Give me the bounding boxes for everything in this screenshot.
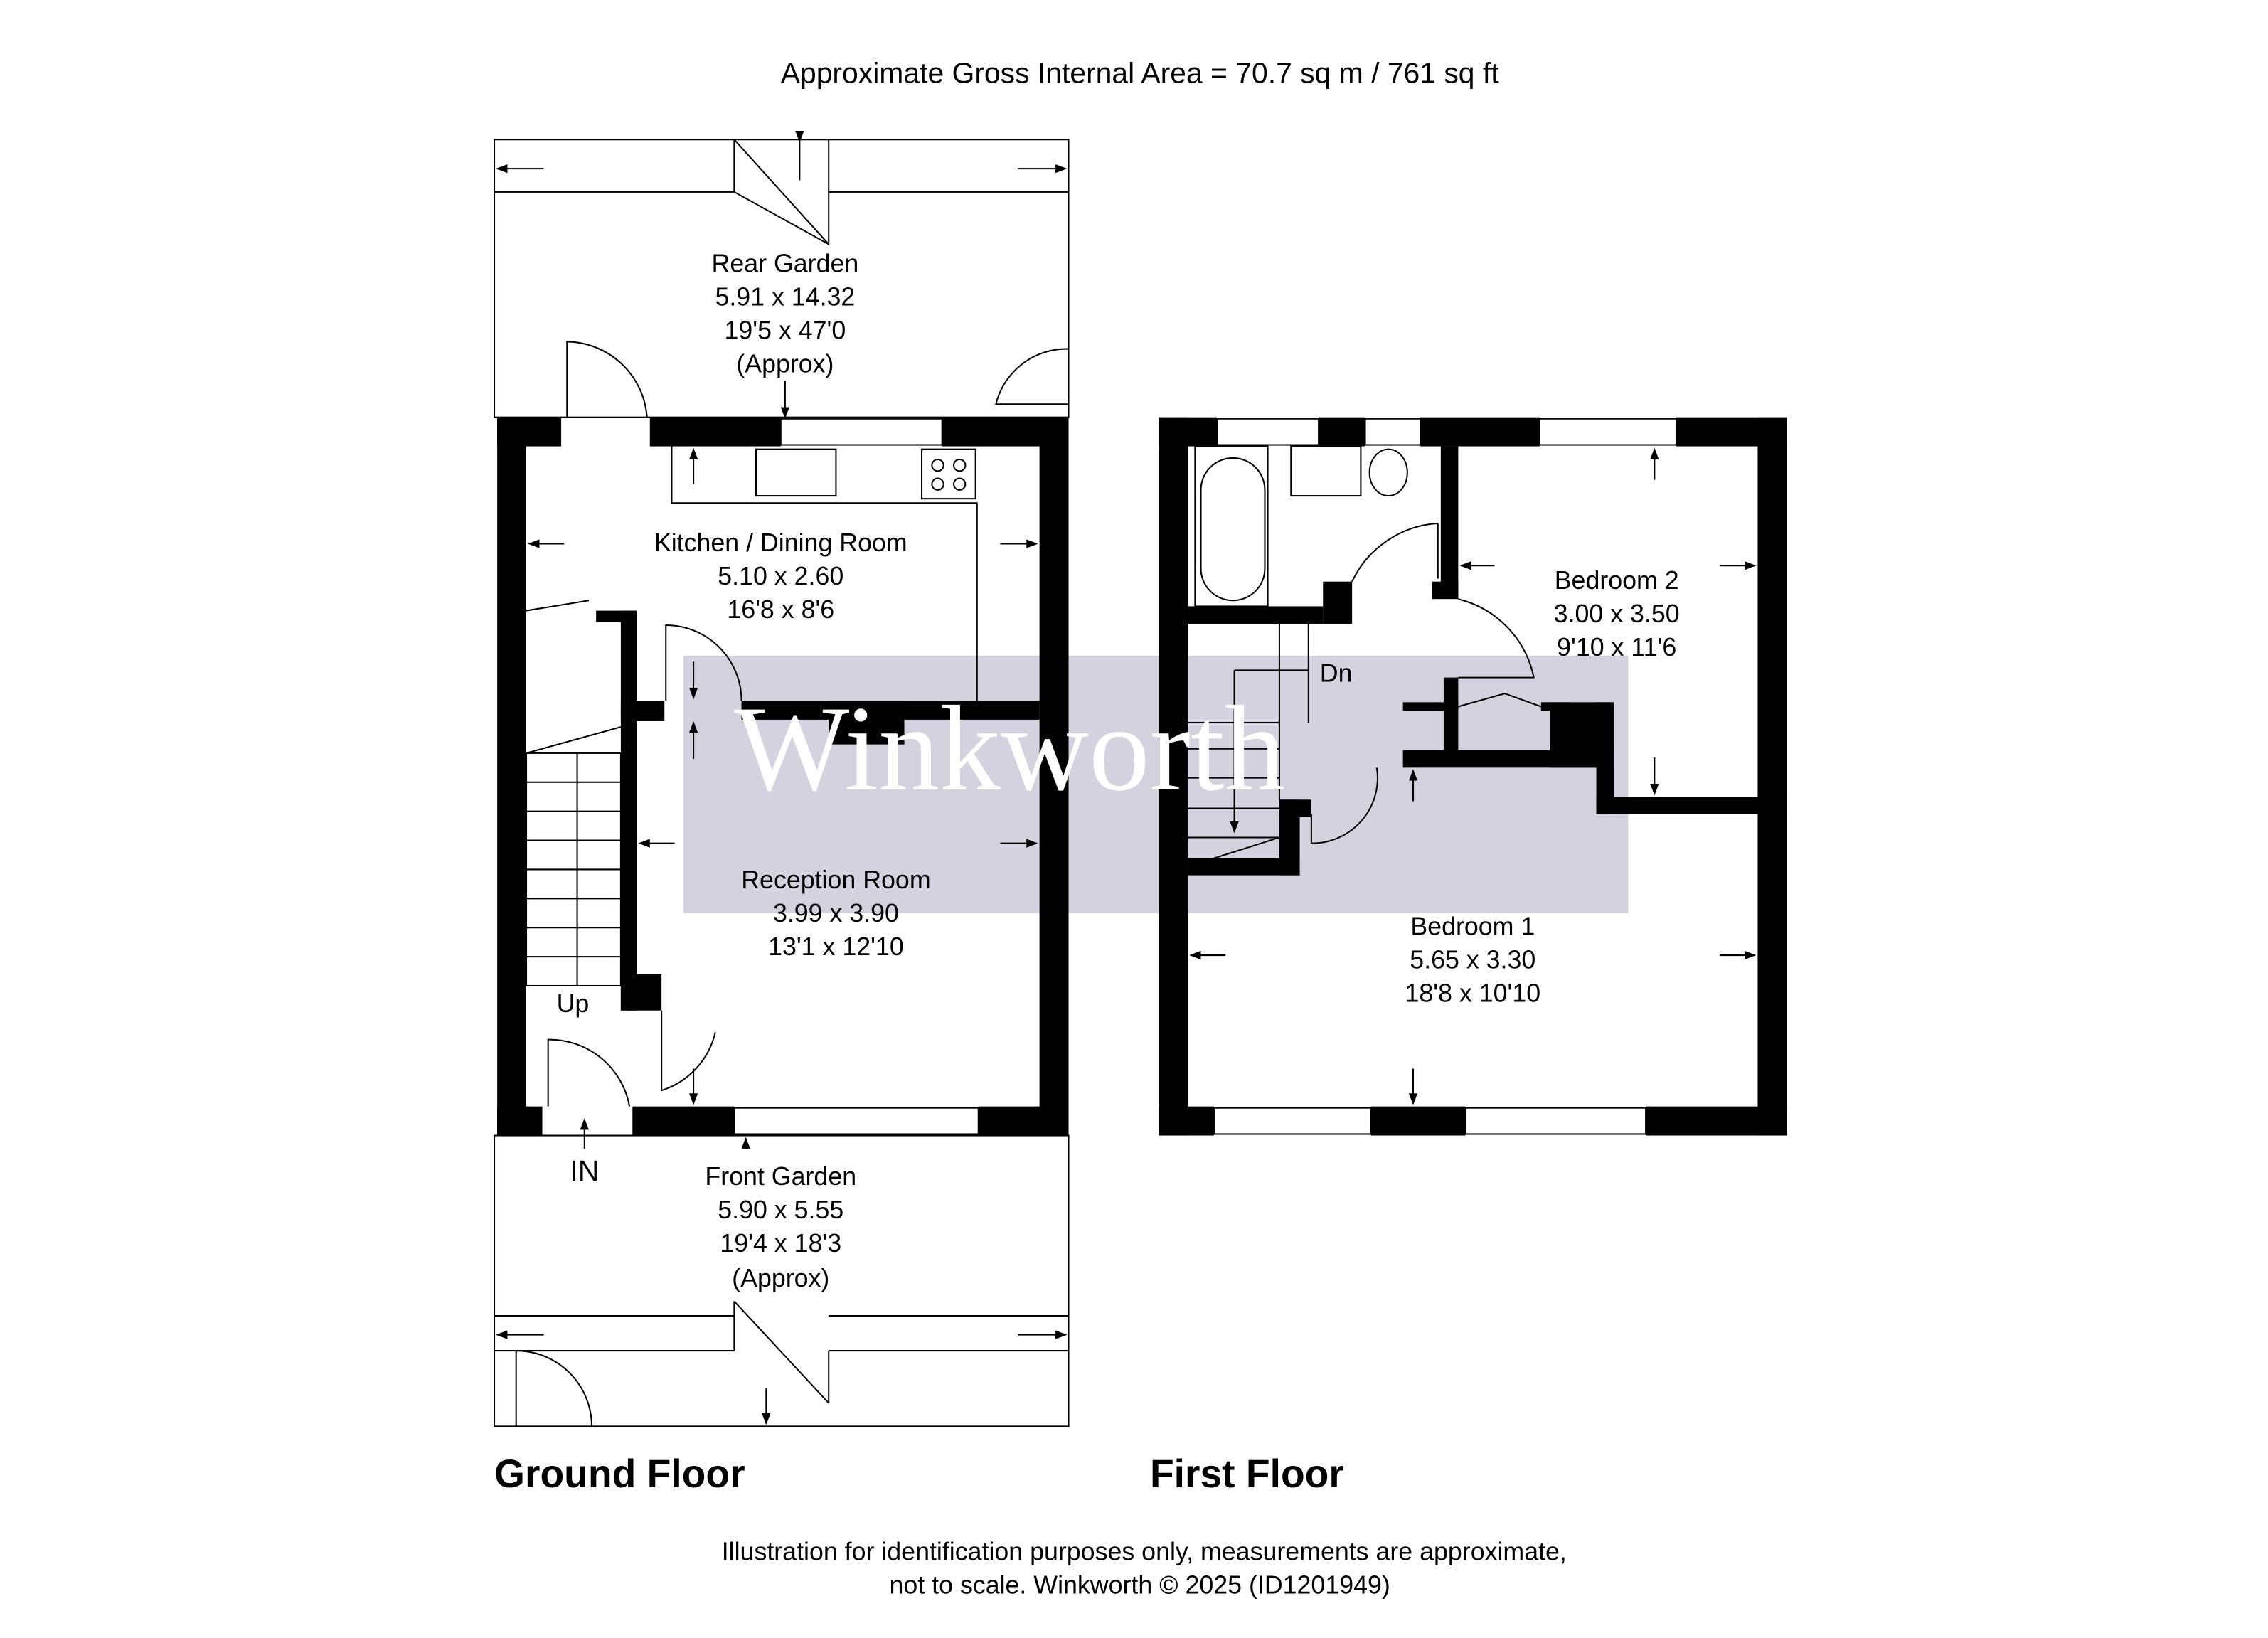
first-floor-title: First Floor	[1150, 1452, 1344, 1496]
svg-text:Kitchen / Dining Room: Kitchen / Dining Room	[654, 528, 907, 557]
disclaimer-line-2: not to scale. Winkworth © 2025 (ID120194…	[890, 1570, 1390, 1599]
svg-text:5.90 x 5.55: 5.90 x 5.55	[718, 1196, 843, 1224]
svg-text:3.00 x 3.50: 3.00 x 3.50	[1554, 600, 1680, 628]
watermark-text: Winkworth	[734, 681, 1285, 817]
svg-text:18'8 x 10'10: 18'8 x 10'10	[1405, 979, 1540, 1007]
gross-internal-area: Approximate Gross Internal Area = 70.7 s…	[781, 57, 1500, 90]
svg-text:19'4 x 18'3: 19'4 x 18'3	[720, 1229, 841, 1257]
svg-text:16'8 x 8'6: 16'8 x 8'6	[727, 595, 834, 624]
svg-text:13'1 x 12'10: 13'1 x 12'10	[768, 932, 904, 961]
entrance-label: IN	[570, 1154, 599, 1187]
svg-text:5.91 x 14.32: 5.91 x 14.32	[715, 282, 855, 311]
bedroom-2-label: Bedroom 2 3.00 x 3.50 9'10 x 11'6	[1554, 566, 1680, 661]
svg-text:Rear Garden: Rear Garden	[712, 249, 859, 277]
stairs-down-label: Dn	[1320, 659, 1353, 688]
svg-text:Bedroom 1: Bedroom 1	[1410, 912, 1535, 940]
stairs-up-label: Up	[557, 989, 590, 1018]
svg-text:(Approx): (Approx)	[732, 1264, 829, 1292]
svg-text:5.10 x 2.60: 5.10 x 2.60	[718, 562, 843, 590]
ground-floor-title: Ground Floor	[494, 1452, 745, 1496]
bedroom-1-label: Bedroom 1 5.65 x 3.30 18'8 x 10'10	[1405, 912, 1540, 1007]
svg-text:(Approx): (Approx)	[736, 349, 834, 378]
disclaimer-line-1: Illustration for identification purposes…	[722, 1537, 1567, 1565]
svg-text:19'5 x 47'0: 19'5 x 47'0	[725, 316, 846, 344]
svg-text:Reception Room: Reception Room	[741, 866, 930, 894]
watermark-band	[683, 655, 1629, 913]
ground-floor-plan	[494, 130, 1070, 1427]
kitchen-dining-label: Kitchen / Dining Room 5.10 x 2.60 16'8 x…	[654, 528, 907, 624]
svg-text:Bedroom 2: Bedroom 2	[1555, 566, 1679, 595]
svg-text:Front Garden: Front Garden	[705, 1162, 856, 1191]
svg-text:5.65 x 3.30: 5.65 x 3.30	[1410, 945, 1535, 974]
reception-room-label: Reception Room 3.99 x 3.90 13'1 x 12'10	[741, 866, 930, 961]
front-garden-label: Front Garden 5.90 x 5.55 19'4 x 18'3 (Ap…	[705, 1162, 856, 1292]
rear-garden-label: Rear Garden 5.91 x 14.32 19'5 x 47'0 (Ap…	[712, 249, 859, 378]
svg-text:9'10 x 11'6: 9'10 x 11'6	[1557, 633, 1676, 661]
svg-text:3.99 x 3.90: 3.99 x 3.90	[773, 899, 899, 927]
first-floor-plan	[1159, 417, 1787, 1136]
